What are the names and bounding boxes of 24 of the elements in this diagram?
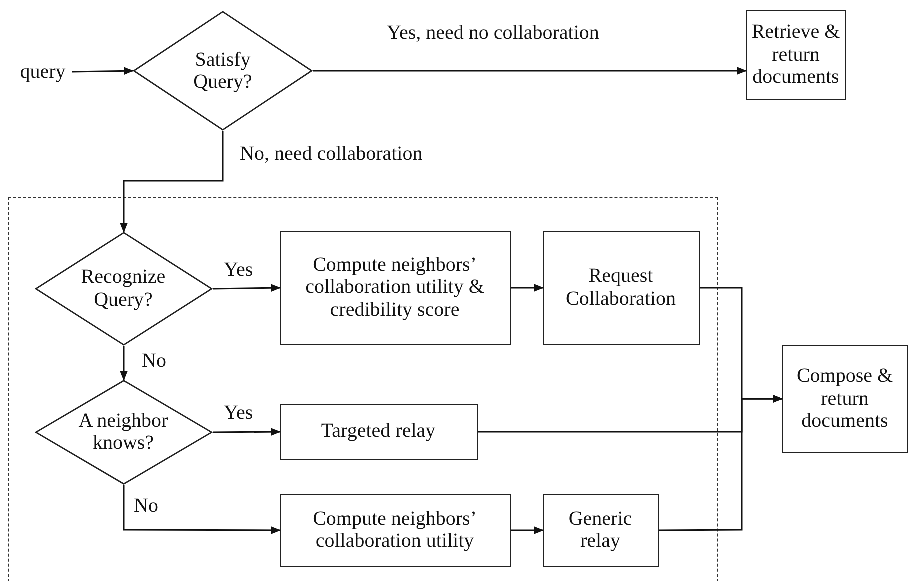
decision-diamond: Recognize Query? <box>34 232 212 346</box>
arrow <box>120 131 224 233</box>
process-box: Request Collaboration <box>542 230 700 344</box>
process-box: Compute neighbors’ collaboration utility & credibility score <box>280 230 510 344</box>
input-label: query <box>14 58 72 86</box>
arrow <box>212 284 281 292</box>
process-box: Targeted relay <box>280 404 478 460</box>
arrow <box>123 485 281 534</box>
arrow <box>120 346 128 381</box>
decision-diamond: Satisfy Query? <box>133 11 313 131</box>
process-box: Generic relay <box>542 494 658 566</box>
arrow <box>511 284 544 292</box>
arrow <box>213 428 281 436</box>
arrow <box>659 395 783 532</box>
process-box: Compute neighbors’ collaboration utility <box>280 494 510 566</box>
process-box: Retrieve & return documents <box>746 10 846 100</box>
edge-label: No, need collaboration <box>238 143 425 165</box>
process-box: Compose & return documents <box>782 345 908 453</box>
dashed-region <box>8 197 718 581</box>
arrow <box>313 67 747 75</box>
arrow <box>72 67 134 76</box>
arrow <box>511 526 544 534</box>
decision-diamond: A neighbor knows? <box>34 380 212 484</box>
edge-label: Yes, need no collaboration <box>385 22 602 44</box>
